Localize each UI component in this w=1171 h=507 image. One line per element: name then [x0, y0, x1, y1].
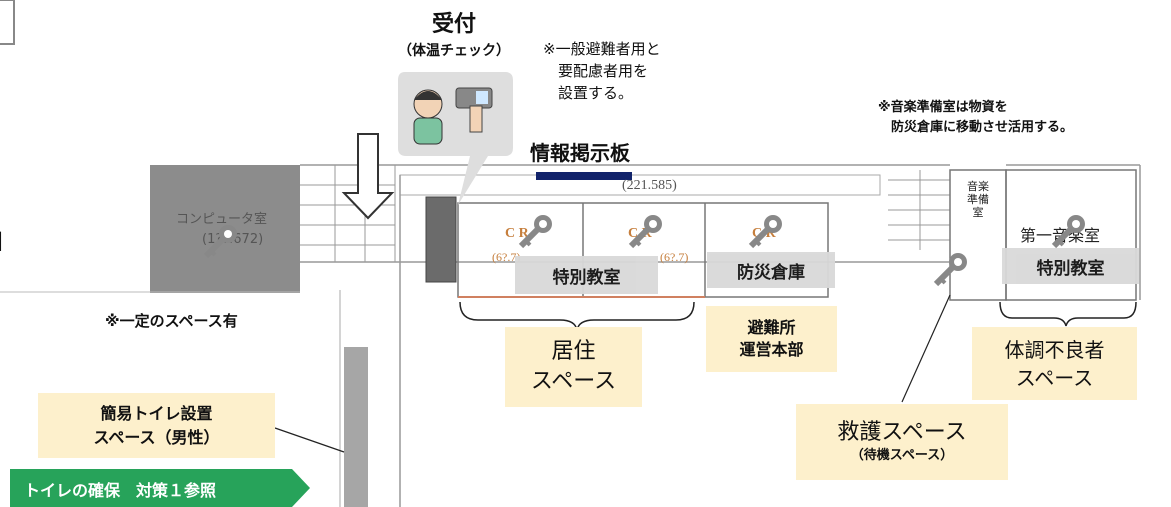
information-board	[536, 172, 632, 180]
living-space-box: 居住 スペース	[505, 327, 642, 407]
shelter-hq-box: 避難所 運営本部	[706, 306, 837, 372]
information-board-label: 情報掲示板	[530, 141, 630, 165]
left-edge-bracket: 】	[0, 226, 14, 255]
toilet-banner-shape	[10, 469, 310, 507]
room1-code: C R	[505, 226, 529, 241]
sick-space-box: 体調不良者 スペース	[972, 327, 1137, 400]
thermometer-person-icon	[413, 87, 493, 145]
entrance-arrow	[341, 133, 395, 220]
key-icon	[628, 215, 662, 249]
rescue-space-title: 救護スペース	[837, 420, 967, 445]
reception-note: ※一般避難者用と 要配慮者用を 設置する。	[543, 40, 661, 102]
rescue-space-box: 救護スペース （待機スペース）	[796, 404, 1008, 480]
reception-title: 受付	[432, 12, 477, 37]
key-icon	[1051, 215, 1085, 249]
key-icon	[203, 225, 237, 259]
pillar	[425, 196, 457, 283]
corridor-bar	[344, 347, 368, 507]
frame-fragment	[0, 0, 15, 45]
living-brace	[459, 301, 695, 331]
room1-area: (6?.7)	[492, 250, 521, 264]
special-room-label-1: 特別教室	[515, 256, 658, 294]
storage-label: 防災倉庫	[707, 252, 835, 288]
toilet-banner[interactable]: トイレの確保 対策１参照	[24, 481, 217, 500]
room2-area: (6?.7)	[660, 250, 689, 264]
special-room-label-2: 特別教室	[1002, 248, 1139, 284]
music-room-note: ※音楽準備室は物資を 防災倉庫に移動させ活用する。	[878, 100, 1074, 135]
music-prep-label: 音楽準備室	[967, 180, 989, 219]
rescue-space-subtitle: （待機スペース）	[850, 448, 954, 463]
space-note: ※一定のスペース有	[105, 312, 238, 330]
corridor-area: (221.585)	[622, 178, 677, 193]
reception-subtitle: （体温チェック）	[398, 43, 510, 59]
toilet-space-box: 簡易トイレ設置 スペース（男性）	[38, 393, 275, 458]
computer-room-label: コンピュータ室	[176, 212, 268, 227]
music-room	[1005, 169, 1137, 301]
sick-brace	[999, 301, 1137, 327]
key-icon	[518, 215, 552, 249]
key-icon	[748, 215, 782, 249]
key-icon	[933, 253, 967, 287]
